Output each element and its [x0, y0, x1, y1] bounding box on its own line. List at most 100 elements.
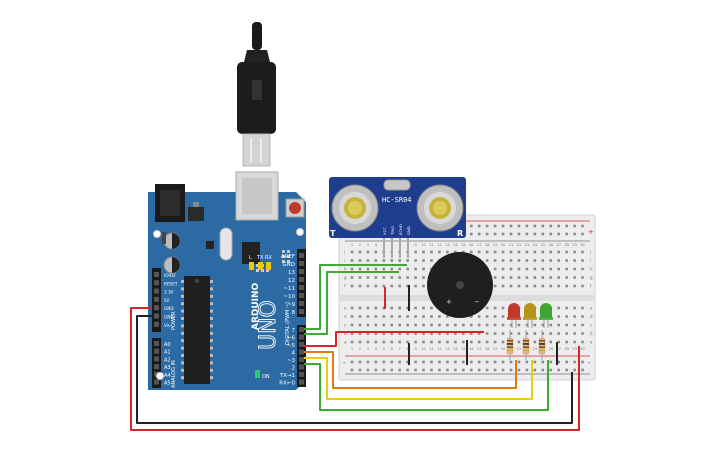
bb-row-label: a [590, 340, 593, 345]
led-label-rx: RX [265, 255, 272, 261]
digital-pin-hole[interactable] [299, 334, 304, 340]
resistor[interactable] [538, 330, 546, 360]
bb-column-label: 25 [541, 243, 546, 247]
bb-column-label: 27 [556, 243, 561, 247]
bb-column-label: 16 [469, 243, 474, 247]
crystal-oscillator [219, 227, 233, 261]
sensor-pin-label: VCC [382, 227, 387, 235]
digital-pin-hole[interactable] [299, 372, 304, 377]
digital-pin-hole[interactable] [299, 327, 304, 332]
buzzer-minus: − [474, 298, 480, 306]
bb-column-label: 2 [359, 243, 361, 247]
bb-row-label: d [590, 314, 593, 319]
bb-column-label: 19 [493, 347, 498, 351]
power-pin-hole[interactable] [154, 296, 159, 302]
bb-row-label: g [590, 275, 593, 280]
bb-column-label: 9 [414, 347, 417, 351]
digital-pin-hole[interactable] [299, 301, 304, 306]
wires [130, 264, 580, 431]
bb-column-label: 30 [580, 243, 585, 247]
bb-column-label: 12 [437, 347, 442, 351]
digital-pin-label: GND [282, 262, 295, 268]
analog-pin-hole[interactable] [154, 356, 159, 362]
sensor-pin-label: GND [406, 226, 411, 235]
digital-pin-label: 12 [288, 278, 295, 284]
sensor-pin-label: ECHO [398, 224, 403, 235]
wire-led-yellow[interactable] [304, 357, 533, 400]
resistor[interactable] [506, 330, 514, 360]
digital-pin-hole[interactable] [299, 285, 304, 290]
reset-button-cap[interactable] [289, 202, 301, 214]
bb-column-label: 9 [414, 243, 417, 247]
digital-pin-hole[interactable] [299, 349, 304, 355]
power-pin-hole[interactable] [154, 280, 159, 286]
bb-column-label: 11 [429, 347, 434, 351]
bb-column-label: 30 [580, 347, 585, 351]
bb-column-label: 27 [556, 347, 561, 351]
analog-pin-label: A2 [164, 357, 171, 363]
digital-pin-hole[interactable] [299, 309, 304, 314]
digital-pin-hole[interactable] [299, 277, 304, 282]
digital-pin-hole[interactable] [299, 293, 304, 298]
power-pin-hole[interactable] [154, 313, 159, 319]
digital-pin-hole[interactable] [299, 269, 304, 274]
buzzer-plus: + [446, 298, 452, 306]
analog-pin-hole[interactable] [154, 348, 159, 354]
bb-column-label: 29 [572, 347, 577, 351]
bb-column-label: 11 [429, 243, 434, 247]
analog-pin-label: A5 [164, 381, 171, 387]
bb-column-label: 29 [572, 243, 577, 247]
power-pin-label: 5V [164, 298, 170, 303]
led-red[interactable] [507, 303, 521, 328]
power-pin-label: 3.3V [164, 290, 174, 295]
bb-column-label: 5 [383, 347, 385, 351]
analog-pin-hole[interactable] [154, 379, 159, 385]
bb-column-label: 1 [351, 243, 353, 247]
analog-pin-label: A3 [164, 365, 171, 371]
bb-column-label: 17 [477, 347, 482, 351]
digital-pin-hole[interactable] [299, 261, 304, 266]
bb-column-label: 24 [533, 347, 538, 351]
analog-pin-hole[interactable] [154, 341, 159, 346]
digital-pin-hole[interactable] [299, 342, 304, 347]
digital-pin-hole[interactable] [299, 357, 304, 362]
analog-pin-label: A0 [164, 342, 171, 348]
bb-row-label: j [343, 250, 345, 255]
bb-column-label: 13 [445, 243, 450, 247]
led-yellow[interactable] [523, 303, 537, 328]
cable-end [252, 22, 262, 50]
power-pin-hole[interactable] [154, 288, 159, 294]
led-label-on: ON [262, 374, 270, 380]
power-pin-hole[interactable] [154, 321, 159, 327]
bb-row-label: j [589, 250, 591, 255]
wire-gnd[interactable] [136, 315, 573, 424]
wire-led-red[interactable] [304, 351, 517, 389]
bb-row-label: e [590, 306, 593, 311]
bb-column-label: 26 [548, 347, 553, 351]
digital-header-title: DIGITAL (PWM ~) [285, 302, 291, 345]
rail-minus-bottom-left: - [343, 359, 346, 367]
bb-column-label: 2 [359, 347, 361, 351]
wire-led-green[interactable] [304, 360, 549, 411]
digital-pin-hole[interactable] [299, 253, 304, 258]
digital-pin-hole[interactable] [299, 364, 304, 370]
wire-echo[interactable] [304, 264, 407, 330]
wire-buzzer[interactable] [304, 331, 484, 347]
leds-group [506, 303, 553, 360]
wire-5v[interactable] [130, 307, 580, 431]
bb-column-label: 20 [501, 243, 506, 247]
power-pin-label: GND [164, 315, 174, 320]
digital-pin-label: ~5 [287, 343, 296, 349]
power-pin-hole[interactable] [154, 272, 159, 277]
sensor-side-r: R [457, 229, 463, 238]
digital-pin-label: ~3 [287, 358, 296, 364]
bb-row-label: h [344, 267, 347, 272]
bb-row-label: b [344, 331, 347, 336]
power-pin-hole[interactable] [154, 305, 159, 311]
resistor[interactable] [522, 330, 530, 360]
led-green[interactable] [539, 303, 553, 328]
digital-pin-label: 4 [292, 351, 296, 357]
analog-pin-hole[interactable] [154, 364, 159, 370]
wire-trig[interactable] [304, 271, 399, 335]
digital-pin-hole[interactable] [299, 379, 304, 385]
